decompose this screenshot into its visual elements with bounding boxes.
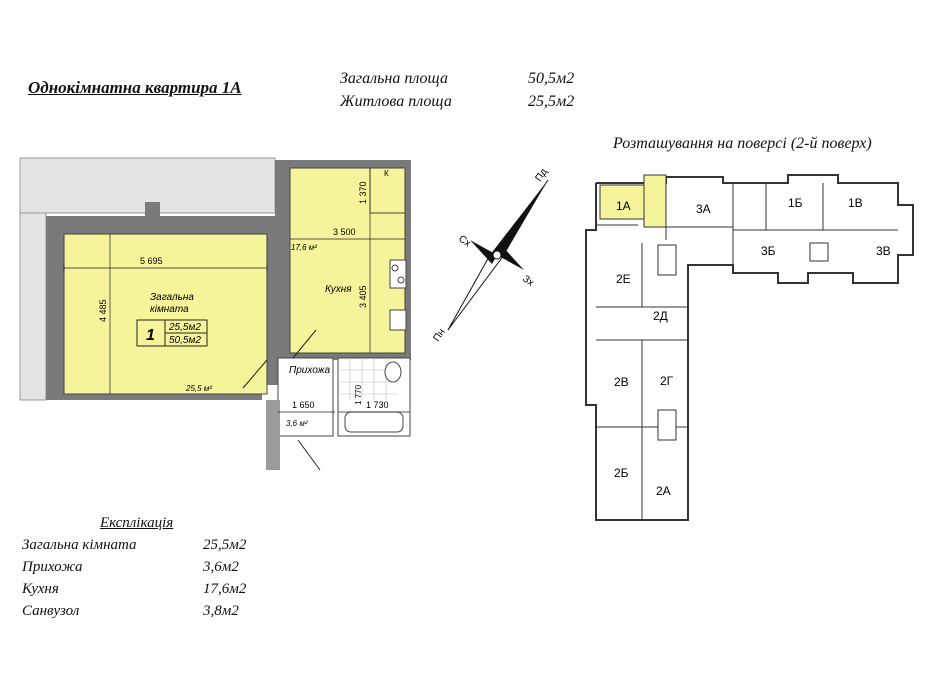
unit-1a-kitchen-highlight — [643, 174, 667, 228]
unit-label-2d: 2Д — [653, 309, 668, 323]
stairwell-2 — [657, 409, 677, 441]
expl-name-hall: Прихожа — [22, 559, 83, 575]
compass-east-label: Сх — [456, 233, 472, 249]
kitchen-door — [292, 329, 317, 359]
dim-hall-width: 1 650 — [292, 400, 315, 410]
stove — [389, 259, 407, 289]
living-area-label: Житлова площа — [340, 93, 452, 110]
compass-west-label: Зх — [520, 273, 535, 288]
badge-total-area: 50,5м2 — [169, 335, 201, 346]
expl-value-bathroom: 3,8м2 — [203, 603, 239, 619]
compass-needle-east — [470, 240, 497, 264]
hallway-label: Прихожа — [289, 365, 330, 376]
apartment-floor-plan: 5 695 4 485 3 500 3 405 1 370 1 650 1 73… — [19, 157, 411, 471]
toilet — [384, 361, 402, 383]
room-main-line2: кімната — [150, 304, 189, 315]
expl-name-bathroom: Санвузол — [22, 603, 80, 619]
total-area-label: Загальна площа — [340, 70, 449, 87]
unit-label-1b: 1Б — [788, 196, 803, 210]
entrance-wall — [266, 400, 280, 470]
kitchen-label: Кухня — [325, 284, 352, 295]
total-area-value: 50,5м2 — [528, 70, 575, 87]
unit-label-3v: 3В — [876, 244, 891, 258]
floor-internal-walls — [596, 183, 898, 520]
unit-label-3a: 3А — [696, 202, 711, 216]
compass-rose: Пд Сх Зх Пн — [431, 167, 550, 344]
expl-value-hall: 3,6м2 — [203, 559, 239, 575]
elevator-shaft — [809, 242, 829, 262]
floor-plan-caption: Розташування на поверсі (2-й поверх) — [613, 135, 872, 152]
sink — [389, 309, 407, 331]
compass-needle-north — [447, 254, 505, 331]
dim-room-depth: 4 485 — [98, 299, 108, 322]
unit-label-2e: 2Е — [616, 272, 631, 286]
side-balcony — [19, 212, 47, 401]
main-room — [63, 233, 268, 395]
bathroom-tiles — [338, 358, 398, 400]
expl-value-kitchen: 17,6м2 — [203, 581, 247, 597]
dim-room-width: 5 695 — [140, 256, 163, 266]
expl-name-room: Загальна кімната — [22, 537, 137, 553]
room-area-mark: 25,5 м² — [185, 384, 212, 393]
kitchen-area-mark: 17,6 м² — [291, 243, 317, 252]
explication-title: Експлікація — [100, 515, 174, 531]
apartment-number: 1 — [146, 327, 155, 344]
dim-bath-depth: 1 770 — [354, 384, 363, 405]
unit-label-1a: 1А — [616, 199, 631, 213]
dimension-lines — [63, 168, 410, 413]
living-area-value: 25,5м2 — [528, 93, 575, 110]
unit-label-2v: 2В — [614, 375, 629, 389]
compass-needle-west — [497, 246, 524, 270]
dim-kitchen-depth: 3 405 — [358, 285, 368, 308]
floor-layout-plan: 1А 3А 1Б 1В 3Б 3В 2Е 2Д 2В 2Г 2Б 2А — [585, 174, 914, 521]
hallway-room — [277, 357, 334, 437]
compass-north-label: Пн — [431, 327, 447, 344]
room-door — [242, 359, 268, 389]
unit-label-2b: 2Б — [614, 466, 629, 480]
dim-kitchen-width: 3 500 — [333, 227, 356, 237]
expl-value-room: 25,5м2 — [203, 537, 247, 553]
stairwell-1 — [657, 244, 677, 276]
hall-area-mark: 3,6 м² — [286, 419, 308, 428]
unit-label-2a: 2А — [656, 484, 671, 498]
unit-label-3b: 3Б — [761, 244, 776, 258]
bathtub — [344, 411, 404, 433]
dim-bath-width: 1 730 — [366, 400, 389, 410]
storage-room — [369, 167, 406, 214]
room-main-line1: Загальна — [150, 292, 194, 303]
dim-kitchen-top: 1 370 — [358, 181, 368, 204]
badge-living-area: 25,5м2 — [168, 322, 201, 333]
unit-label-1v: 1В — [848, 196, 863, 210]
entrance-door — [297, 439, 321, 471]
apartment-title: Однокімнатна квартира 1А — [28, 78, 242, 97]
storage-mark: К — [384, 169, 389, 178]
compass-needle-south — [490, 180, 548, 255]
unit-label-2g: 2Г — [660, 374, 674, 388]
expl-name-kitchen: Кухня — [22, 581, 59, 597]
